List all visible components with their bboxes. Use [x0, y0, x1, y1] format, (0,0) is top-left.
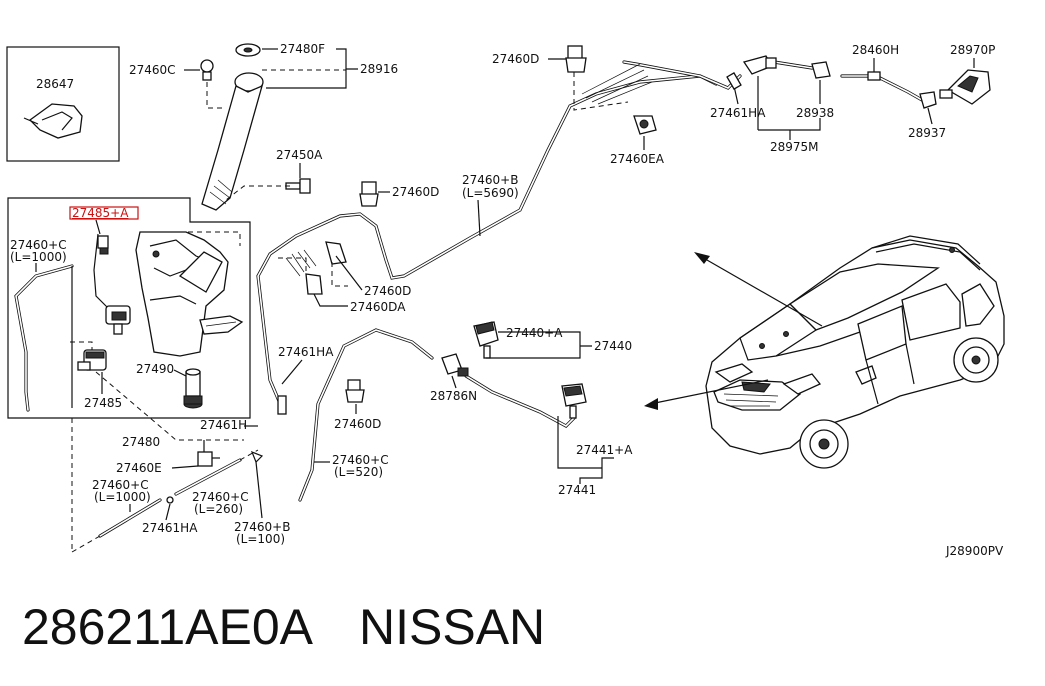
label-27440[interactable]: 27440 — [594, 339, 632, 353]
label-27460d-low[interactable]: 27460D — [334, 417, 381, 431]
nozzle-28970p-drawing — [939, 69, 991, 105]
label-27450a[interactable]: 27450A — [276, 148, 323, 162]
label-27441[interactable]: 27441 — [558, 483, 596, 497]
label-28975m[interactable]: 28975M — [770, 140, 819, 154]
label-27461ha-mid[interactable]: 27461HA — [278, 345, 334, 359]
label-27460b-100-length[interactable]: (L=100) — [236, 532, 285, 546]
label-27461h[interactable]: 27461H — [200, 418, 247, 432]
label-28937[interactable]: 28937 — [908, 126, 946, 140]
label-27460e[interactable]: 27460E — [116, 461, 162, 475]
footer-caption: 286211AE0A NISSAN — [22, 598, 545, 656]
label-27440a[interactable]: 27440+A — [506, 326, 563, 340]
label-27460b-100[interactable]: 27460+B — [234, 520, 290, 534]
valve-28938-drawing — [742, 55, 831, 79]
label-28460h[interactable]: 28460H — [852, 43, 899, 57]
label-27460b-long-length[interactable]: (L=5690) — [462, 186, 519, 200]
connector-28937-drawing — [919, 91, 937, 109]
label-27460d-top[interactable]: 27460D — [492, 52, 539, 66]
label-27460da[interactable]: 27460DA — [350, 300, 406, 314]
label-28916[interactable]: 28916 — [360, 62, 398, 76]
connector-27461ha-drawing — [726, 72, 742, 90]
nozzle-27440-drawing — [473, 321, 499, 359]
diagram-code[interactable]: J28900PV — [945, 544, 1004, 558]
label-27460c-260[interactable]: 27460+C — [192, 490, 249, 504]
label-27441a[interactable]: 27441+A — [576, 443, 633, 457]
label-27460c-260-length[interactable]: (L=260) — [194, 502, 243, 516]
cap-28916-drawing — [201, 43, 264, 211]
arrow-to-hood — [694, 252, 823, 327]
footer-part-number[interactable]: 286211AE0A — [22, 599, 313, 655]
label-27460c-1000-lower-length[interactable]: (L=1000) — [94, 490, 151, 504]
label-27485a-highlighted[interactable]: 27485+A — [72, 206, 129, 220]
reservoir-inset-box — [7, 197, 251, 419]
label-27461ha-lower[interactable]: 27461HA — [142, 521, 198, 535]
label-27485[interactable]: 27485 — [84, 396, 122, 410]
label-28938[interactable]: 28938 — [796, 106, 834, 120]
arrow-to-front — [644, 379, 769, 410]
vehicle-illustration — [705, 235, 1005, 469]
label-27460c-left-length[interactable]: (L=1000) — [10, 250, 67, 264]
bracket-28647-drawing — [23, 103, 83, 139]
footer-brand[interactable]: NISSAN — [359, 599, 546, 655]
clip-27460d-low-drawing — [345, 379, 365, 403]
label-27460c-520[interactable]: 27460+C — [332, 453, 389, 467]
label-27480[interactable]: 27480 — [122, 435, 160, 449]
pump-27485-drawing — [70, 341, 107, 371]
label-27480f[interactable]: 27480F — [280, 42, 325, 56]
label-28647[interactable]: 28647 — [36, 77, 74, 91]
label-27460d-mid[interactable]: 27460D — [392, 185, 439, 199]
label-27460c-1000-lower[interactable]: 27460+C — [92, 478, 149, 492]
label-27460c-left[interactable]: 27460+C — [10, 238, 67, 252]
clip-27460d-b-drawing — [325, 241, 348, 287]
clip-27460c-drawing — [200, 59, 214, 81]
label-27460b-long[interactable]: 27460+B — [462, 173, 518, 187]
clip-27460ea-drawing — [633, 115, 657, 135]
clip-27460e-drawing — [197, 451, 220, 467]
pump-27485a-drawing — [93, 233, 131, 335]
label-27460c-520-length[interactable]: (L=520) — [334, 465, 383, 479]
label-27460ea[interactable]: 27460EA — [610, 152, 665, 166]
label-27490[interactable]: 27490 — [136, 362, 174, 376]
label-27460c-clip[interactable]: 27460C — [129, 63, 176, 77]
label-27460d-b[interactable]: 27460D — [364, 284, 411, 298]
label-28786n[interactable]: 28786N — [430, 389, 477, 403]
clip-27460d-mid-drawing — [359, 181, 379, 207]
valve-28786n-drawing — [441, 353, 469, 377]
inset-box-28647 — [6, 46, 120, 162]
clip-27460da-drawing — [305, 273, 323, 295]
filter-27490-drawing — [183, 368, 203, 409]
label-27461ha-top[interactable]: 27461HA — [710, 106, 766, 120]
reservoir-tank-drawing — [135, 231, 244, 357]
clip-27460d-top-drawing — [565, 45, 587, 73]
label-28970p[interactable]: 28970P — [950, 43, 995, 57]
nozzle-27441-drawing — [561, 383, 587, 419]
